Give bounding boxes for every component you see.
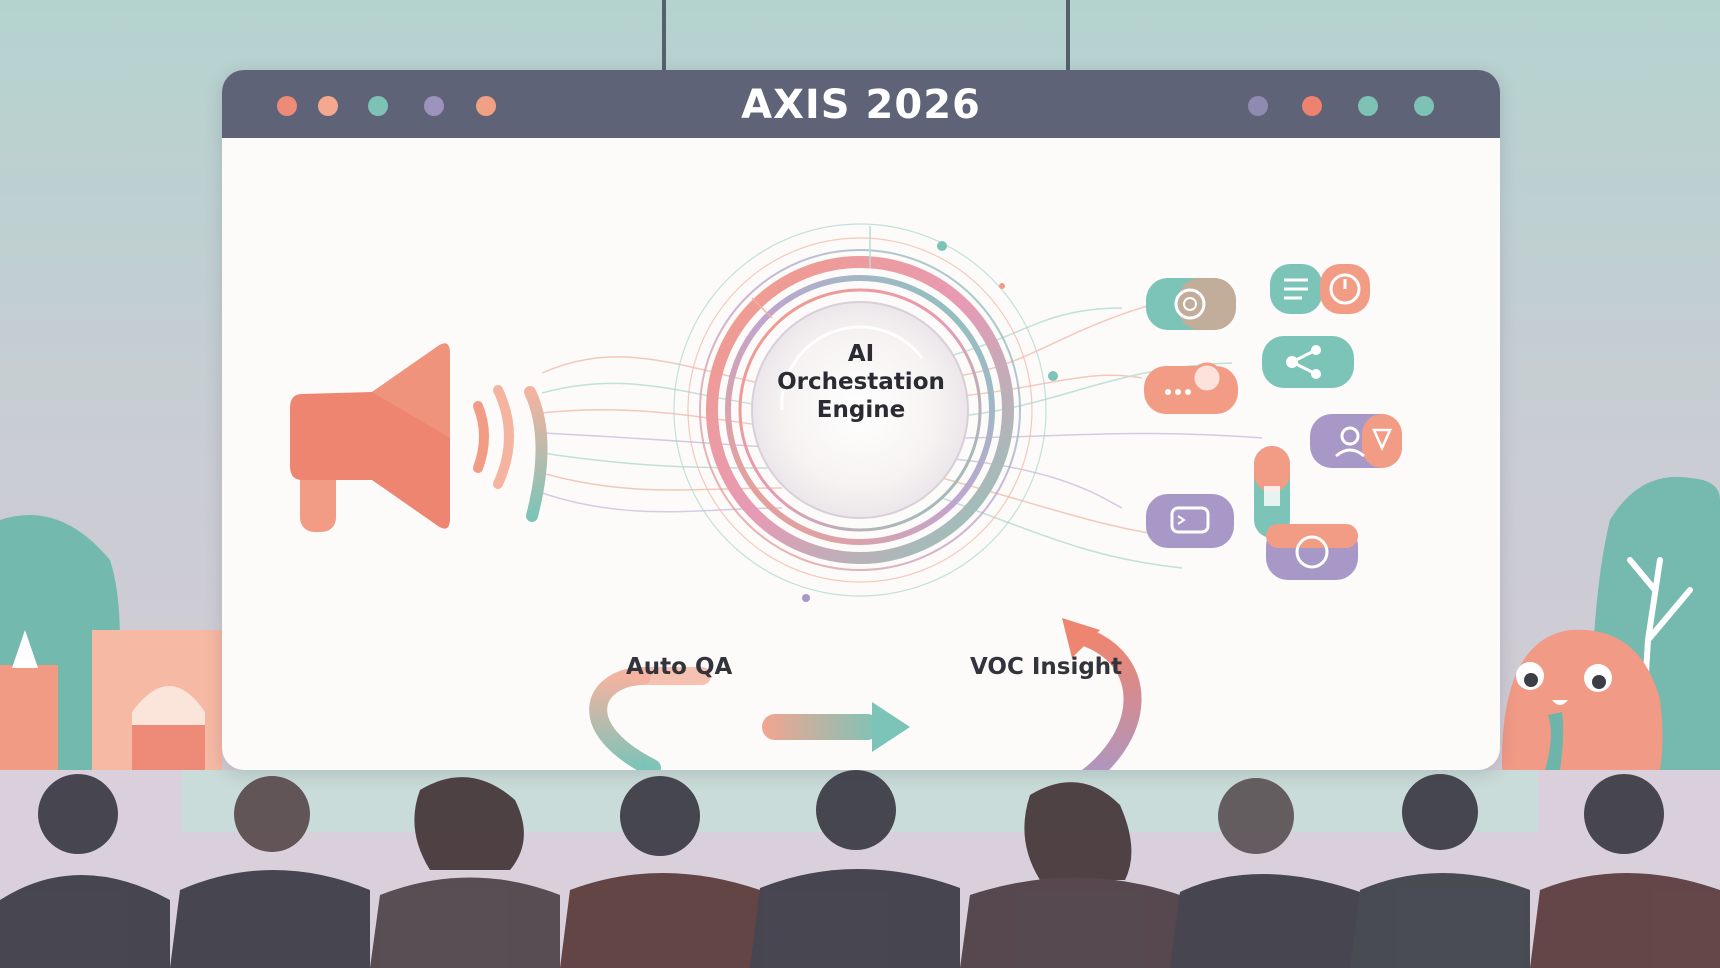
battery-icon	[1254, 446, 1290, 538]
auto-qa-loop	[589, 667, 661, 770]
hanging-wire-left	[662, 0, 666, 72]
orchestration-diagram	[290, 223, 1402, 770]
audience-member	[1170, 778, 1360, 968]
audience-member	[170, 776, 370, 968]
typing-bubble-icon	[1144, 362, 1238, 414]
list-icon	[1270, 264, 1322, 314]
megaphone-icon	[290, 343, 548, 532]
person-tool-icon	[1310, 414, 1402, 468]
window-dot	[318, 96, 338, 116]
clock-icon	[1320, 264, 1370, 314]
audience-member	[1350, 774, 1530, 968]
audience-member	[370, 777, 560, 968]
search-chat-icon	[1146, 278, 1236, 330]
window-dot	[476, 96, 496, 116]
window-dot	[277, 96, 297, 116]
window-title: AXIS 2026	[741, 82, 981, 128]
window-dot	[1248, 96, 1268, 116]
voc-insight-loop	[1073, 627, 1142, 770]
auto-qa-label: Auto QA	[626, 654, 733, 680]
title-bar: AXIS 2026	[222, 70, 1500, 138]
flow-arrow	[762, 714, 880, 740]
chat-icon	[1266, 524, 1358, 580]
left-tower	[0, 665, 58, 770]
engine-label-line2: Orchestation	[777, 369, 945, 395]
presentation-screen: AXIS 2026	[222, 70, 1500, 770]
right-creature	[1501, 629, 1663, 770]
engine-label-line1: AI	[847, 341, 875, 367]
terminal-icon	[1146, 494, 1234, 548]
share-icon	[1262, 336, 1354, 388]
window-dot	[1302, 96, 1322, 116]
audience-member	[1530, 774, 1720, 968]
window-dot	[424, 96, 444, 116]
window-dot	[368, 96, 388, 116]
process-flow	[589, 618, 1142, 770]
audience	[0, 770, 1720, 968]
voc-insight-label: VOC Insight	[970, 654, 1123, 680]
window-dot	[1358, 96, 1378, 116]
audience-member	[0, 774, 170, 968]
engine-label-line3: Engine	[816, 397, 906, 423]
ai-engine	[673, 223, 1058, 602]
audience-member	[560, 776, 760, 968]
hanging-wire-right	[1066, 0, 1070, 72]
audience-member	[960, 782, 1180, 968]
window-dot	[1414, 96, 1434, 116]
audience-member	[750, 770, 960, 968]
